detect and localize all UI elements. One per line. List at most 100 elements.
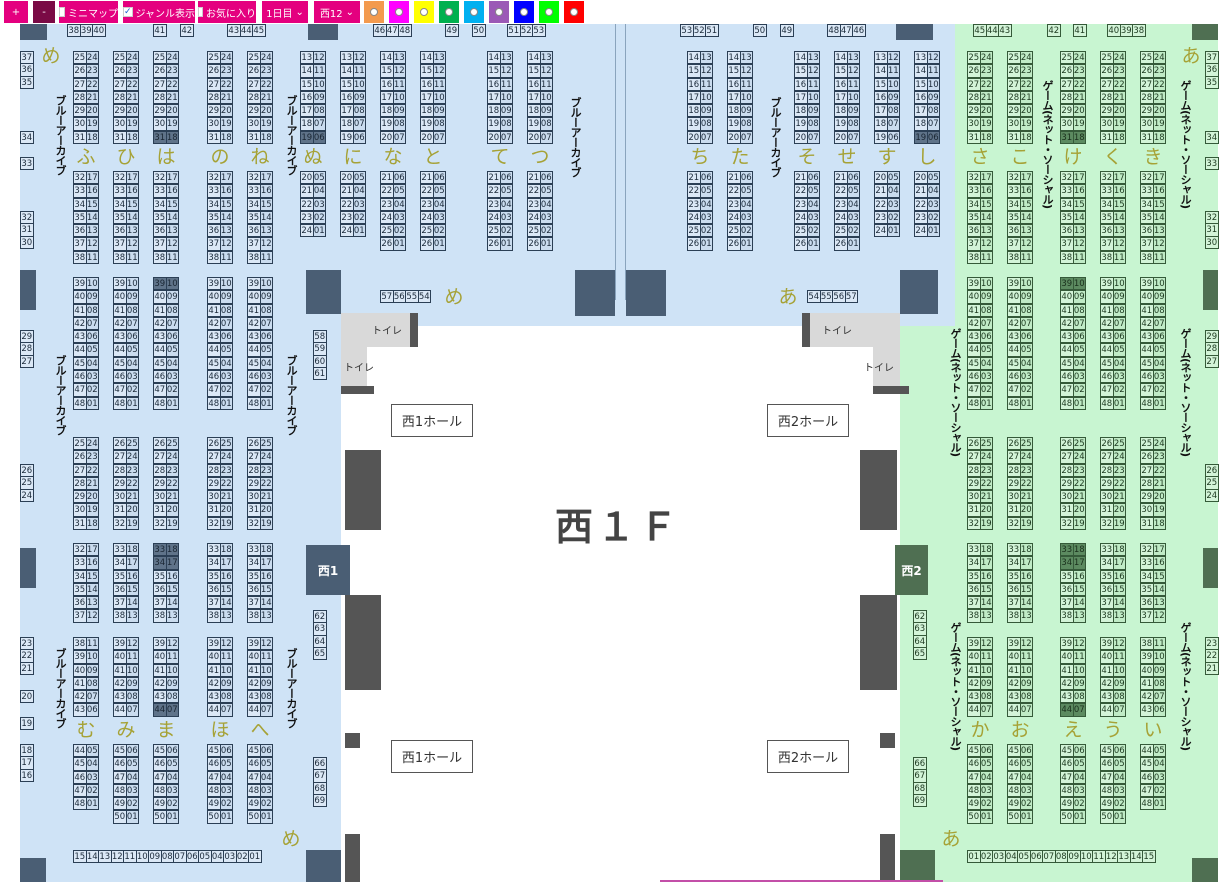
booth-space[interactable]: 03 xyxy=(259,783,273,798)
booth-space[interactable]: 08 xyxy=(125,303,139,317)
booth-space[interactable]: 25 xyxy=(1060,51,1074,65)
booth-space[interactable]: 22 xyxy=(125,476,139,491)
booth-space[interactable]: 17 xyxy=(914,104,928,118)
booth-space[interactable]: 27 xyxy=(1205,354,1219,368)
booth-space[interactable]: 23 xyxy=(380,197,394,211)
booth-space[interactable]: 35 xyxy=(1007,569,1021,583)
booth-space[interactable]: 10 xyxy=(1019,277,1033,291)
booth-space[interactable]: 48 xyxy=(73,396,87,410)
booth-space[interactable]: 35 xyxy=(207,569,221,583)
booth-space[interactable]: 31 xyxy=(247,130,261,145)
booth-space[interactable]: 15 xyxy=(380,64,394,78)
booth-space[interactable]: 20 xyxy=(85,490,99,504)
booth-space[interactable]: 03 xyxy=(1072,783,1086,798)
booth-space[interactable]: 07 xyxy=(219,316,233,331)
booth-space[interactable]: 48 xyxy=(1007,783,1021,798)
booth-space[interactable]: 45 xyxy=(207,744,221,758)
booth-space[interactable]: 50 xyxy=(967,810,981,824)
booth-space[interactable]: 41 xyxy=(1007,663,1021,677)
booth-space[interactable]: 42 xyxy=(1140,690,1154,704)
booth-space[interactable]: 37 xyxy=(20,51,34,65)
booth-space[interactable]: 12 xyxy=(259,237,273,251)
booth-space[interactable]: 15 xyxy=(340,77,354,91)
booth-space[interactable]: 36 xyxy=(1060,224,1074,238)
booth-space[interactable]: 10 xyxy=(1112,277,1126,291)
booth-space[interactable]: 02 xyxy=(1112,797,1126,811)
booth-space[interactable]: 25 xyxy=(1112,437,1126,451)
booth-space[interactable]: 25 xyxy=(1007,51,1021,65)
booth-space[interactable]: 03 xyxy=(806,210,820,225)
booth-space[interactable]: 08 xyxy=(1072,690,1086,704)
booth-space[interactable]: 19 xyxy=(727,117,741,131)
booth-space[interactable]: 11 xyxy=(352,64,366,78)
booth-space[interactable]: 28 xyxy=(113,90,127,105)
booth-space[interactable]: 02 xyxy=(1072,797,1086,811)
booth-space[interactable]: 03 xyxy=(846,210,860,225)
booth-space[interactable]: 24 xyxy=(1019,51,1033,65)
booth-space[interactable]: 18 xyxy=(380,104,394,118)
booth-space[interactable]: 17 xyxy=(1152,543,1166,557)
booth-space[interactable]: 12 xyxy=(432,64,446,78)
booth-space[interactable]: 48 xyxy=(398,24,412,38)
booth-space[interactable]: 03 xyxy=(312,197,326,211)
booth-space[interactable]: 19 xyxy=(380,117,394,131)
booth-space[interactable]: 13 xyxy=(219,224,233,238)
booth-space[interactable]: 37 xyxy=(1140,237,1154,251)
booth-space[interactable]: 18 xyxy=(1112,130,1126,145)
booth-space[interactable]: 14 xyxy=(420,51,434,65)
booth-space[interactable]: 36 xyxy=(1205,63,1219,77)
booth-space[interactable]: 28 xyxy=(1100,90,1114,105)
booth-space[interactable]: 03 xyxy=(125,783,139,798)
booth-space[interactable]: 35 xyxy=(967,210,981,225)
booth-space[interactable]: 45 xyxy=(1060,744,1074,758)
booth-space[interactable]: 17 xyxy=(340,104,354,118)
booth-space[interactable]: 34 xyxy=(153,556,167,570)
booth-space[interactable]: 34 xyxy=(247,197,261,211)
booth-space[interactable]: 18 xyxy=(727,104,741,118)
booth-space[interactable]: 40 xyxy=(1007,650,1021,664)
booth-space[interactable]: 20 xyxy=(1072,104,1086,118)
booth-space[interactable]: 41 xyxy=(207,663,221,677)
booth-space[interactable]: 47 xyxy=(247,383,261,397)
booth-space[interactable]: 42 xyxy=(1007,676,1021,691)
booth-space[interactable]: 16 xyxy=(914,90,928,105)
booth-space[interactable]: 21 xyxy=(380,171,394,185)
booth-space[interactable]: 15 xyxy=(874,77,888,91)
booth-space[interactable]: 17 xyxy=(20,756,34,770)
booth-space[interactable]: 22 xyxy=(979,77,993,91)
booth-space[interactable]: 06 xyxy=(1152,703,1166,717)
booth-space[interactable]: 17 xyxy=(487,90,501,105)
booth-space[interactable]: 25 xyxy=(727,224,741,238)
booth-space[interactable]: 07 xyxy=(979,316,993,331)
booth-space[interactable]: 13 xyxy=(1019,224,1033,238)
booth-space[interactable]: 34 xyxy=(1140,197,1154,211)
booth-space[interactable]: 15 xyxy=(1112,197,1126,211)
booth-space[interactable]: 06 xyxy=(185,850,199,864)
booth-space[interactable]: 47 xyxy=(1060,770,1074,784)
booth-space[interactable]: 18 xyxy=(259,130,273,145)
booth-space[interactable]: 11 xyxy=(1072,650,1086,664)
booth-space[interactable]: 36 xyxy=(247,224,261,238)
booth-space[interactable]: 20 xyxy=(834,130,848,145)
booth-space[interactable]: 13 xyxy=(125,609,139,623)
booth-space[interactable]: 05 xyxy=(85,343,99,357)
booth-space[interactable]: 37 xyxy=(247,237,261,251)
booth-space[interactable]: 39 xyxy=(79,24,93,38)
booth-space[interactable]: 24 xyxy=(125,450,139,464)
booth-space[interactable]: 42 xyxy=(1047,24,1061,38)
booth-space[interactable]: 03 xyxy=(499,210,513,225)
booth-space[interactable]: 32 xyxy=(247,516,261,531)
booth-space[interactable]: 29 xyxy=(20,330,34,344)
booth-space[interactable]: 01 xyxy=(499,237,513,251)
booth-space[interactable]: 19 xyxy=(165,117,179,131)
booth-space[interactable]: 65 xyxy=(313,646,327,661)
booth-space[interactable]: 46 xyxy=(1140,370,1154,384)
booth-space[interactable]: 04 xyxy=(259,770,273,784)
booth-space[interactable]: 35 xyxy=(1060,569,1074,583)
booth-space[interactable]: 10 xyxy=(1152,650,1166,664)
booth-space[interactable]: 13 xyxy=(219,609,233,623)
booth-space[interactable]: 50 xyxy=(1007,810,1021,824)
booth-space[interactable]: 22 xyxy=(1019,476,1033,491)
booth-space[interactable]: 26 xyxy=(487,237,501,251)
booth-space[interactable]: 17 xyxy=(1072,556,1086,570)
